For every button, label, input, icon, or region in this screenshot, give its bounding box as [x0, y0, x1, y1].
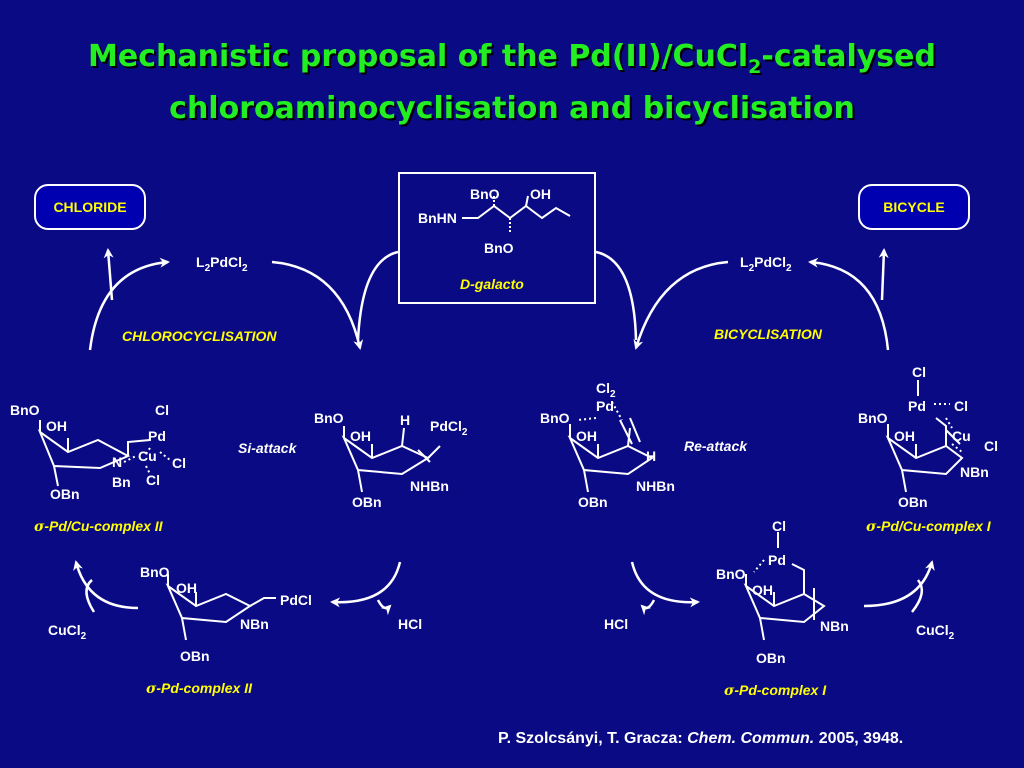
pdcuii-oh: OH — [46, 418, 67, 434]
pdcuii-cl-right: Cl — [172, 455, 186, 471]
pdii-pdcl: PdCl — [280, 592, 312, 608]
pdcui-pd: Pd — [908, 398, 926, 414]
arrow-pd-to-re — [633, 260, 729, 350]
arrow-chloride-out — [103, 248, 114, 301]
pdii-bno: BnO — [140, 564, 170, 580]
slide-title: Mechanistic proposal of the Pd(II)/CuCl2… — [88, 39, 936, 126]
pdcui-cl-bottom: Cl — [984, 438, 998, 454]
pd-complex-i-label: σ-Pd-complex I — [724, 682, 827, 699]
arrow-pd-i-to-pdcu-i — [863, 560, 935, 608]
pdcui-obn: OBn — [898, 494, 928, 510]
pdcui-nbn: NBn — [960, 464, 989, 480]
si-pdcl2: PdCl2 — [430, 418, 468, 438]
pdcui-bno: BnO — [858, 410, 888, 426]
re-attack-label: Re-attack — [684, 438, 748, 454]
pdi-obn: OBn — [756, 650, 786, 666]
arrow-pd-ii-to-pdcu-ii — [73, 560, 139, 610]
si-nhbn: NHBn — [410, 478, 449, 494]
chlorocyclisation-label: CHLOROCYCLISATION — [122, 328, 277, 344]
cucl2-right: CuCl2 — [916, 622, 955, 642]
pdi-bno: BnO — [716, 566, 746, 582]
pdcuii-n: N — [112, 454, 123, 470]
substrate-box — [398, 172, 596, 304]
substrate-caption: D-galacto — [460, 276, 524, 292]
pdcui-cl-top: Cl — [912, 364, 926, 380]
arrow-hcl-left — [376, 599, 392, 616]
bicyclisation-label: BICYCLISATION — [714, 326, 822, 342]
re-oh: OH — [576, 428, 597, 444]
bicycle-product-badge: BICYCLE — [858, 184, 970, 230]
si-obn: OBn — [352, 494, 382, 510]
citation: P. Szolcsányi, T. Gracza: Chem. Commun. … — [498, 730, 904, 747]
arrow-pd-to-si — [271, 260, 364, 350]
pdii-nbn: NBn — [240, 616, 269, 632]
pdcuii-bn: Bn — [112, 474, 131, 490]
re-pd: Pd — [596, 398, 614, 414]
si-bno: BnO — [314, 410, 344, 426]
cucl2-left: CuCl2 — [48, 622, 87, 642]
pdi-nbn: NBn — [820, 618, 849, 634]
si-h: H — [400, 412, 411, 428]
pdcui-cu: Cu — [952, 428, 971, 444]
si-oh: OH — [350, 428, 371, 444]
pd-catalyst-right: L2PdCl2 — [740, 254, 792, 274]
re-bno: BnO — [540, 410, 570, 426]
pdcui-cl-right: Cl — [954, 398, 968, 414]
re-h: H — [646, 448, 657, 464]
hcl-right: HCl — [604, 616, 629, 632]
substrate-bno-bottom: BnO — [484, 240, 514, 256]
pdcui-oh: OH — [894, 428, 915, 444]
pdi-pd: Pd — [768, 552, 786, 568]
arrow-substrate-left — [356, 250, 399, 341]
pdcuii-pd: Pd — [148, 428, 166, 444]
substrate-oh-top: OH — [530, 186, 551, 202]
pd-catalyst-left: L2PdCl2 — [196, 254, 248, 274]
substrate-bnhn: BnHN — [418, 210, 457, 226]
pdcuii-cl-bottom: Cl — [146, 472, 160, 488]
re-nhbn: NHBn — [636, 478, 675, 494]
pdcuii-cl-top: Cl — [155, 402, 169, 418]
arrow-hcl-right — [640, 599, 656, 616]
arrow-cucl2-right-in — [911, 579, 924, 613]
pd-complex-ii-label: σ-Pd-complex II — [146, 680, 253, 697]
chloride-product-badge: CHLORIDE — [34, 184, 146, 230]
pdii-obn: OBn — [180, 648, 210, 664]
re-cl2: Cl2 — [596, 380, 616, 400]
arrow-si-to-pd-ii — [330, 561, 402, 608]
arrow-bicycle-release — [808, 257, 890, 351]
arrow-chloride-release — [88, 257, 170, 351]
hcl-left: HCl — [398, 616, 423, 632]
arrow-substrate-right — [595, 250, 638, 341]
pdcuii-bno: BnO — [10, 402, 40, 418]
pdcu-complex-i-label: σ-Pd/Cu-complex I — [866, 518, 991, 535]
pdcu-complex-ii-label: σ-Pd/Cu-complex II — [34, 518, 163, 535]
re-obn: OBn — [578, 494, 608, 510]
pdcuii-obn: OBn — [50, 486, 80, 502]
si-attack-label: Si-attack — [238, 440, 297, 456]
pdi-oh: OH — [752, 582, 773, 598]
pdcuii-cu: Cu — [138, 448, 157, 464]
arrow-cucl2-left-in — [85, 579, 96, 613]
arrow-re-to-pd-i — [630, 561, 700, 608]
arrow-bicycle-out — [878, 248, 889, 301]
substrate-bno-top: BnO — [470, 186, 500, 202]
pdii-oh: OH — [176, 580, 197, 596]
pdi-cl: Cl — [772, 518, 786, 534]
